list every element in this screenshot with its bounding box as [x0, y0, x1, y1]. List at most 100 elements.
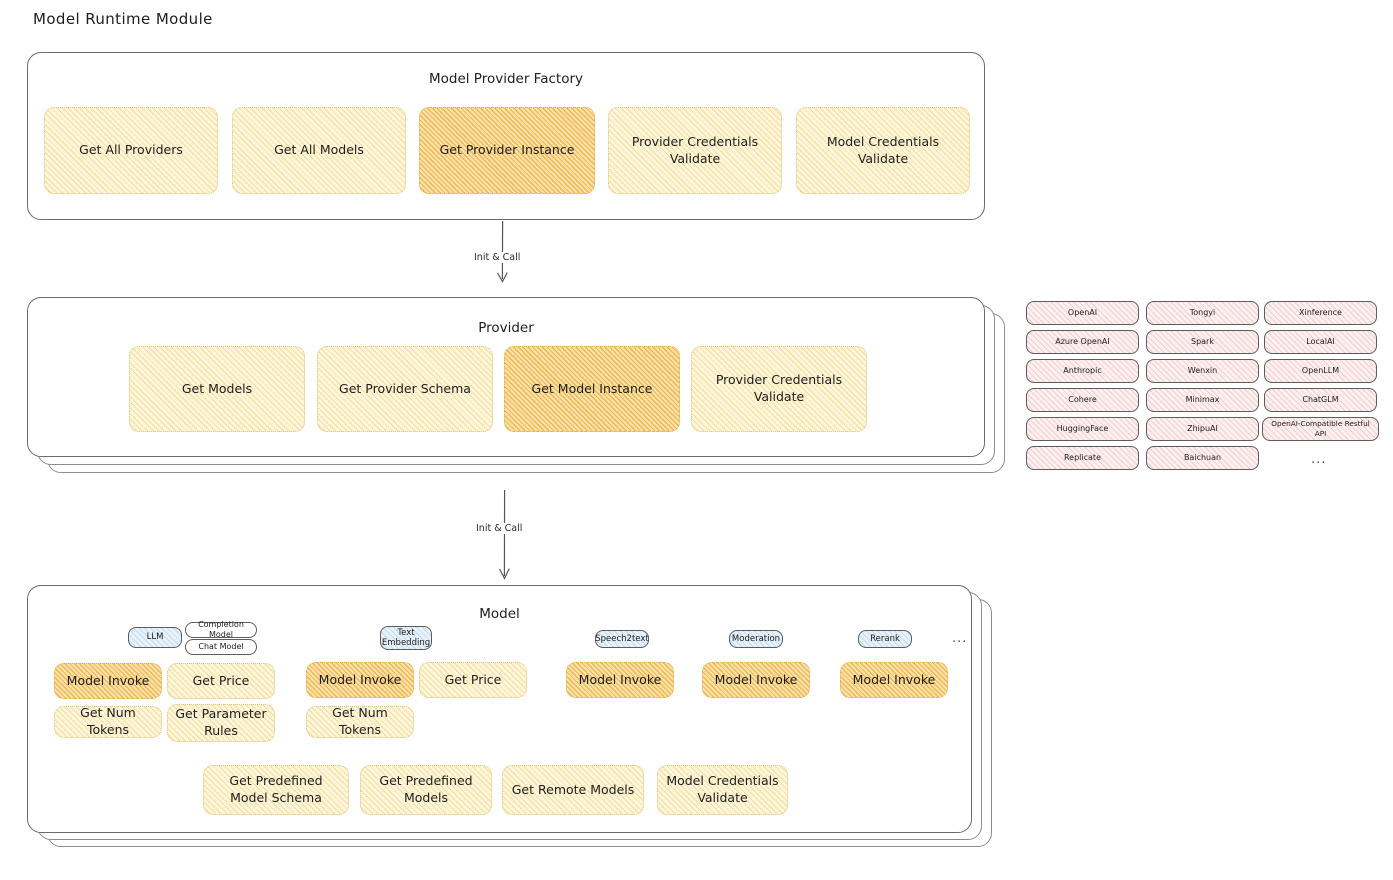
model-box-label: Model Invoke: [318, 671, 402, 687]
model-title: Model: [479, 606, 520, 622]
model-box-label: Get Price: [192, 672, 250, 688]
provider-chip-label: Xinference: [1299, 307, 1342, 317]
provider-chip-label: Azure OpenAI: [1055, 336, 1110, 346]
provider-chip-label: Cohere: [1068, 394, 1097, 404]
provider-chip-baichuan[interactable]: Baichuan: [1146, 446, 1259, 470]
provider-chip-huggingface[interactable]: HuggingFace: [1026, 417, 1139, 441]
factory-box-model-credentials-validate[interactable]: Model Credentials Validate: [796, 107, 970, 194]
provider-chip-openai-compatible-restful-api[interactable]: OpenAI-Compatible Restful API: [1262, 417, 1379, 441]
model-subtag-label: Chat Model: [198, 642, 244, 652]
provider-chip-xinference[interactable]: Xinference: [1264, 301, 1377, 325]
model-tag-moderation[interactable]: Moderation: [729, 630, 783, 648]
model-box-label: Model Invoke: [852, 671, 936, 687]
model-common-box-get-remote-models[interactable]: Get Remote Models: [502, 765, 644, 815]
model-rerank-box-model-invoke[interactable]: Model Invoke: [840, 662, 948, 698]
model-tag-label: LLM: [146, 632, 164, 643]
provider-chip-label: Wenxin: [1187, 365, 1218, 375]
model-common-box-get-predefined-models[interactable]: Get Predefined Models: [360, 765, 492, 815]
model-tag-label: Speech2text: [595, 633, 649, 644]
model-box-label: Get Predefined Models: [379, 773, 473, 805]
model-common-box-get-predefined-model-schema[interactable]: Get Predefined Model Schema: [203, 765, 349, 815]
model-embedding-box-get-num-tokens[interactable]: Get Num Tokens: [306, 705, 414, 738]
factory-box-provider-credentials-validate[interactable]: Provider Credentials Validate: [608, 107, 782, 194]
provider-chip-tongyi[interactable]: Tongyi: [1146, 301, 1259, 325]
provider-chip-label: Minimax: [1185, 394, 1220, 404]
provider-chip-wenxin[interactable]: Wenxin: [1146, 359, 1259, 383]
provider-chip-openllm[interactable]: OpenLLM: [1264, 359, 1377, 383]
model-common-box-model-credentials-validate[interactable]: Model Credentials Validate: [657, 765, 788, 815]
model-llm-box-get-parameter-rules[interactable]: Get Parameter Rules: [167, 704, 275, 742]
provider-title: Provider: [478, 320, 534, 336]
factory-box-get-all-providers[interactable]: Get All Providers: [44, 107, 218, 194]
model-tag-llm[interactable]: LLM: [128, 627, 182, 648]
provider-chip-zhipuai[interactable]: ZhipuAI: [1146, 417, 1259, 441]
model-subtag-chat-model[interactable]: Chat Model: [185, 639, 257, 655]
model-tag-label: Text Embedding: [381, 627, 431, 648]
factory-box-label: Get All Providers: [79, 142, 183, 158]
provider-chip-cohere[interactable]: Cohere: [1026, 388, 1139, 412]
model-groups-more-ellipsis: ...: [952, 631, 968, 646]
provider-box-label: Get Models: [181, 380, 253, 396]
arrow-label-init-call-1: Init & Call: [471, 252, 524, 263]
model-embedding-box-model-invoke[interactable]: Model Invoke: [306, 662, 414, 698]
model-tag-label: Moderation: [731, 633, 781, 644]
provider-chip-minimax[interactable]: Minimax: [1146, 388, 1259, 412]
model-box-label: Get Remote Models: [511, 781, 635, 797]
provider-box-get-provider-schema[interactable]: Get Provider Schema: [317, 346, 493, 432]
provider-chip-label: OpenAI: [1067, 307, 1098, 317]
provider-chip-anthropic[interactable]: Anthropic: [1026, 359, 1139, 383]
factory-title: Model Provider Factory: [428, 71, 583, 87]
provider-chip-spark[interactable]: Spark: [1146, 330, 1259, 354]
model-box-label: Get Num Tokens: [80, 705, 136, 737]
model-box-label: Get Price: [444, 671, 502, 687]
model-tag-text-embedding[interactable]: Text Embedding: [380, 626, 432, 650]
provider-box-provider-credentials-validate[interactable]: Provider Credentials Validate: [691, 346, 867, 432]
model-llm-box-get-price[interactable]: Get Price: [167, 663, 275, 699]
model-box-label: Get Parameter Rules: [175, 706, 267, 738]
provider-chip-label: LocalAI: [1306, 336, 1335, 346]
provider-box-label: Provider Credentials Validate: [715, 372, 843, 404]
model-box-label: Model Credentials Validate: [666, 773, 779, 805]
model-box-label: Get Predefined Model Schema: [229, 773, 323, 805]
provider-chip-label: HuggingFace: [1056, 423, 1109, 433]
model-speech2text-box-model-invoke[interactable]: Model Invoke: [566, 662, 674, 698]
model-llm-box-get-num-tokens[interactable]: Get Num Tokens: [54, 705, 162, 738]
provider-box-get-models[interactable]: Get Models: [129, 346, 305, 432]
provider-chip-label: Replicate: [1063, 452, 1101, 462]
provider-chip-label: ZhipuAI: [1187, 423, 1218, 433]
model-tag-speech2text[interactable]: Speech2text: [595, 630, 649, 648]
model-llm-box-model-invoke[interactable]: Model Invoke: [54, 663, 162, 699]
provider-chip-chatglm[interactable]: ChatGLM: [1264, 388, 1377, 412]
provider-chip-label: Tongyi: [1189, 307, 1216, 317]
model-box-label: Get Num Tokens: [332, 705, 388, 737]
model-subtag-completion-model[interactable]: Completion Model: [185, 620, 257, 639]
factory-box-label: Get All Models: [274, 142, 364, 158]
provider-chip-openai[interactable]: OpenAI: [1026, 301, 1139, 325]
provider-chip-label: Baichuan: [1183, 452, 1222, 462]
provider-chip-label: OpenAI-Compatible Restful API: [1271, 419, 1370, 438]
model-tag-label: Rerank: [870, 633, 900, 644]
provider-chip-label: ChatGLM: [1302, 394, 1339, 404]
provider-chip-label: Anthropic: [1063, 365, 1102, 375]
factory-box-label: Provider Credentials Validate: [631, 133, 759, 166]
provider-box-get-model-instance[interactable]: Get Model Instance: [504, 346, 680, 432]
provider-chip-replicate[interactable]: Replicate: [1026, 446, 1139, 470]
model-box-label: Model Invoke: [714, 671, 798, 687]
factory-box-get-all-models[interactable]: Get All Models: [232, 107, 406, 194]
arrow-provider-to-model: [495, 490, 517, 586]
arrow-factory-to-provider: [492, 221, 514, 289]
arrow-label-init-call-2: Init & Call: [473, 523, 526, 534]
provider-box-label: Get Model Instance: [531, 380, 653, 396]
factory-box-get-provider-instance[interactable]: Get Provider Instance: [419, 107, 595, 194]
model-embedding-box-get-price[interactable]: Get Price: [419, 662, 527, 698]
model-box-label: Model Invoke: [578, 671, 662, 687]
model-tag-rerank[interactable]: Rerank: [858, 630, 912, 648]
provider-box-label: Get Provider Schema: [339, 380, 471, 396]
provider-chip-azure-openai[interactable]: Azure OpenAI: [1026, 330, 1139, 354]
factory-box-label: Get Provider Instance: [439, 142, 575, 158]
model-moderation-box-model-invoke[interactable]: Model Invoke: [702, 662, 810, 698]
provider-chip-localai[interactable]: LocalAI: [1264, 330, 1377, 354]
provider-list-more-ellipsis: ...: [1311, 452, 1327, 467]
model-box-label: Model Invoke: [66, 672, 150, 688]
